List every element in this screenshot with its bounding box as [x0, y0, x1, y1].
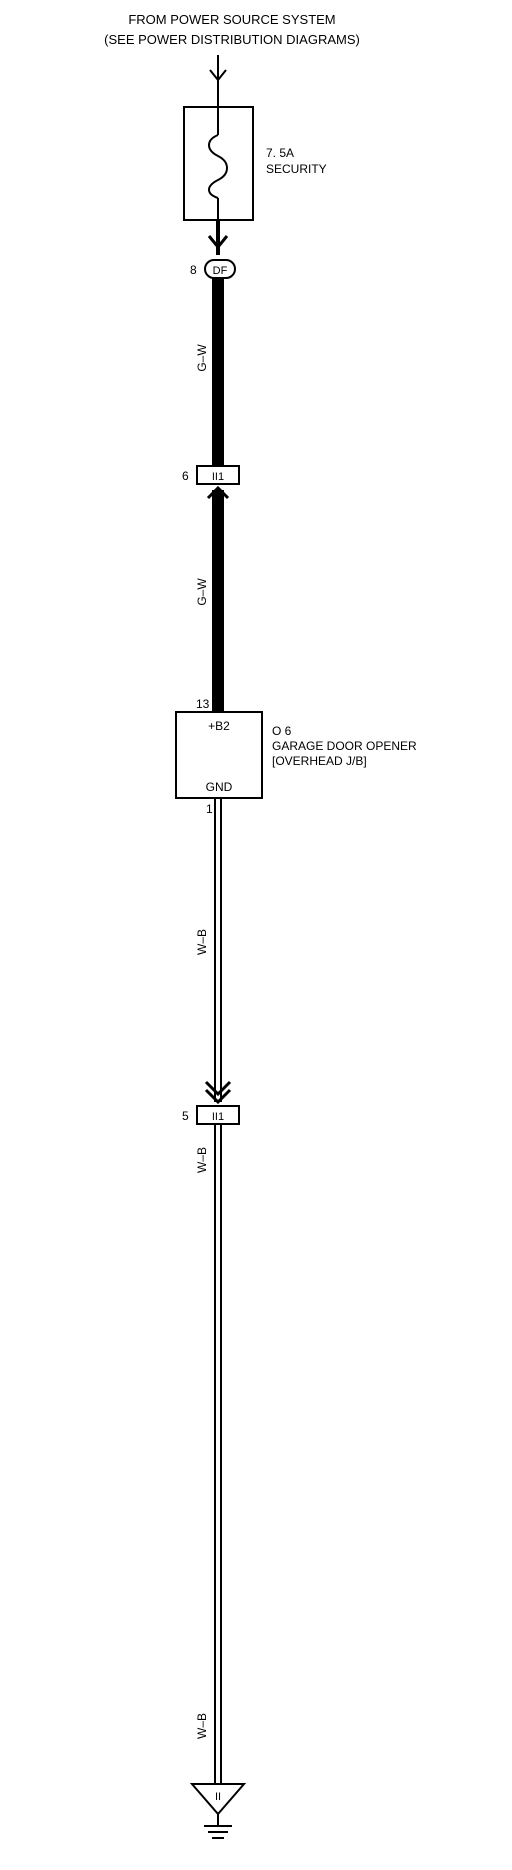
header-line-1: FROM POWER SOURCE SYSTEM [128, 12, 335, 27]
connector-arrow-down-icon [204, 1080, 232, 1105]
terminal-gnd: GND [206, 780, 233, 794]
wire-lower-color-code: W–B [195, 929, 209, 955]
wire-middle [212, 490, 224, 712]
wire-middle-color-code: G–W [195, 578, 209, 606]
connector-ii1-bottom-label: II1 [212, 1111, 224, 1123]
ground-point-label: II [215, 1791, 221, 1803]
wire-upper [212, 278, 224, 466]
component-pin-in: 13 [196, 697, 210, 711]
connector-df-pin: 8 [190, 263, 197, 277]
fuse-element-icon [208, 134, 228, 199]
connector-df: DF [204, 259, 236, 279]
component-id: O 6 [272, 724, 292, 738]
wire-upper-color-code: G–W [195, 344, 209, 372]
ground-icon [204, 1825, 232, 1839]
connector-ii1-top-pin: 6 [182, 469, 189, 483]
fuse-output-arrow [207, 235, 229, 250]
component-garage-door-opener: +B2 GND [175, 711, 263, 799]
terminal-b2: +B2 [208, 719, 230, 733]
power-source-arrow [209, 55, 227, 107]
wire-below-connector-color-code: W–B [195, 1147, 209, 1173]
connector-ii1-top: II1 [196, 465, 240, 485]
connector-ii1-bottom-pin: 5 [182, 1109, 189, 1123]
ground-point: II [189, 1783, 247, 1826]
wire-ground [214, 1124, 222, 1784]
fuse-security [183, 106, 254, 221]
wire-ground-color-code: W–B [195, 1713, 209, 1739]
wire-lower [214, 798, 222, 1102]
connector-arrow-up-icon [206, 485, 230, 500]
fuse-name: SECURITY [266, 162, 327, 176]
component-name: GARAGE DOOR OPENER [272, 739, 417, 753]
connector-df-label: DF [213, 265, 228, 277]
connector-ii1-bottom: II1 [196, 1105, 240, 1125]
component-location: [OVERHEAD J/B] [272, 754, 367, 768]
header-line-2: (SEE POWER DISTRIBUTION DIAGRAMS) [104, 32, 360, 47]
connector-ii1-top-label: II1 [212, 471, 224, 483]
component-pin-gnd: 1 [206, 802, 213, 816]
fuse-rating: 7. 5A [266, 146, 294, 160]
